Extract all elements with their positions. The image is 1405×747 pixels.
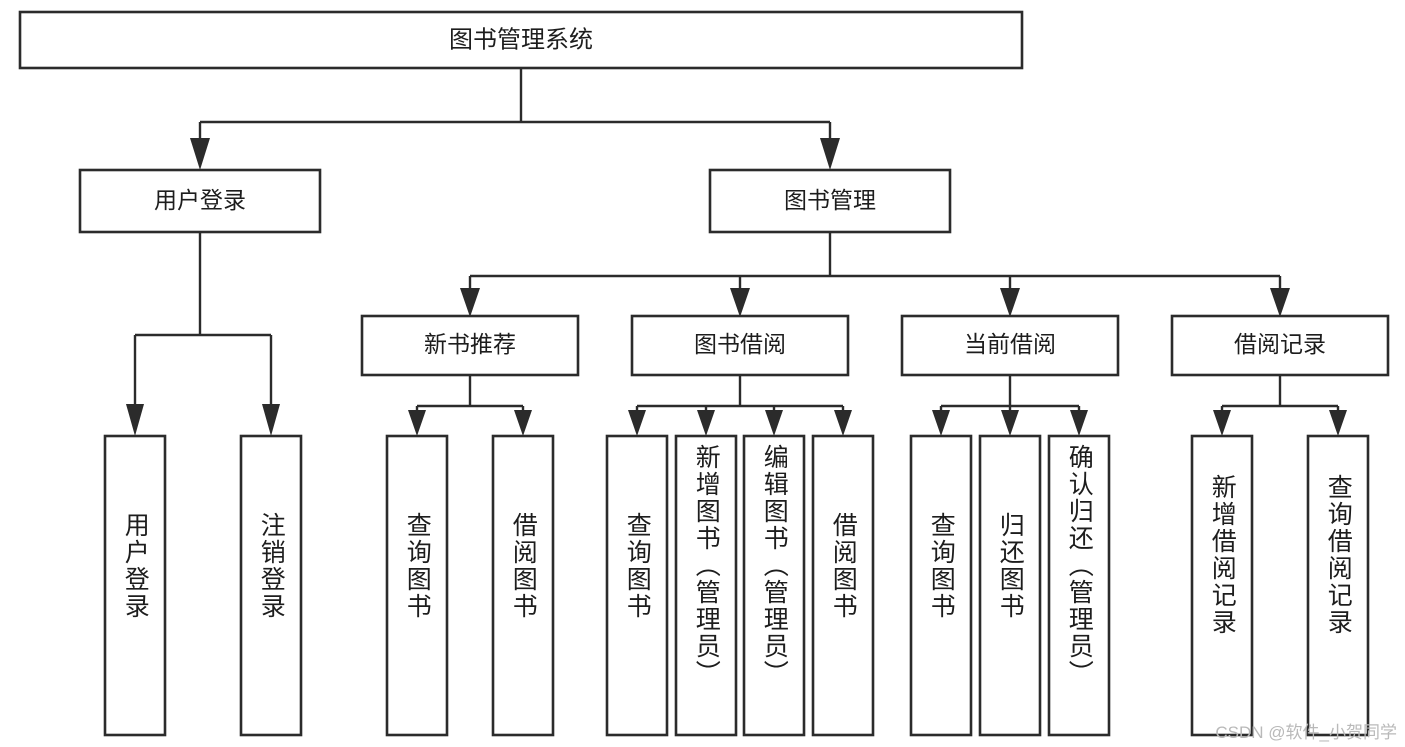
connector-book-mgmt-to-level3 — [460, 232, 1290, 317]
node-current-borrow-label: 当前借阅 — [964, 331, 1056, 357]
node-book-borrow-label: 图书借阅 — [694, 331, 786, 357]
leaf-box-add-record[interactable] — [1190, 434, 1254, 737]
leaf-boxes-user-login — [103, 434, 303, 737]
node-book-management-box[interactable] — [708, 168, 952, 234]
arrow-head-leaf-user-login — [126, 404, 144, 436]
arrow-head-book-borrow — [730, 288, 750, 317]
node-root-system-label: 图书管理系统 — [449, 26, 593, 53]
arrow-head-leaf-confirm-return — [1070, 410, 1088, 436]
arrow-head-leaf-query-book-3 — [932, 410, 950, 436]
arrow-head-new-book — [460, 288, 480, 317]
connector-user-login-to-leaves — [126, 232, 280, 436]
node-user-login[interactable]: 用户登录 — [78, 168, 322, 234]
arrow-head-leaf-query-record — [1329, 410, 1347, 436]
leaf-box-edit-book[interactable] — [742, 434, 806, 737]
connector-current-borrow-to-leaves — [932, 375, 1088, 436]
node-new-book-recommend[interactable]: 新书推荐 — [360, 314, 580, 377]
node-new-book-recommend-label: 新书推荐 — [424, 331, 516, 357]
leaf-boxes-current-borrow — [909, 434, 1111, 737]
node-book-management-label: 图书管理 — [784, 187, 876, 213]
arrow-head-leaf-add-book — [697, 410, 715, 436]
leaf-box-logout[interactable] — [239, 434, 303, 737]
leaf-box-add-book[interactable] — [674, 434, 738, 737]
arrow-head-leaf-query-book-2 — [628, 410, 646, 436]
arrow-head-leaf-add-record — [1213, 410, 1231, 436]
connector-borrow-record-to-leaves — [1213, 375, 1347, 436]
arrow-head-leaf-edit-book — [765, 410, 783, 436]
leaf-box-query-book-1[interactable] — [385, 434, 449, 737]
node-current-borrow-box[interactable] — [900, 314, 1120, 377]
leaf-box-query-book-3[interactable] — [909, 434, 973, 737]
arrow-head-leaf-borrow-book-1 — [514, 410, 532, 436]
leaf-box-borrow-book-2[interactable] — [811, 434, 875, 737]
node-user-login-label: 用户登录 — [154, 187, 246, 213]
leaf-box-query-record[interactable] — [1306, 434, 1370, 737]
node-new-book-recommend-box[interactable] — [360, 314, 580, 377]
node-current-borrow[interactable]: 当前借阅 — [900, 314, 1120, 377]
arrow-head-leaf-logout — [262, 404, 280, 436]
node-book-borrow-box[interactable] — [630, 314, 850, 377]
arrow-head-user-login — [190, 138, 210, 170]
node-borrow-record-box[interactable] — [1170, 314, 1390, 377]
arrow-head-leaf-borrow-book-2 — [834, 410, 852, 436]
node-borrow-record[interactable]: 借阅记录 — [1170, 314, 1390, 377]
arrow-head-borrow-record — [1270, 288, 1290, 317]
connector-root-to-level2 — [190, 68, 840, 170]
leaf-box-return-book[interactable] — [978, 434, 1042, 737]
leaf-box-query-book-2[interactable] — [605, 434, 669, 737]
leaf-box-user-login[interactable] — [103, 434, 167, 737]
leaf-boxes-book-borrow — [605, 434, 875, 737]
leaf-boxes-borrow-record — [1190, 434, 1370, 737]
node-root-system[interactable]: 图书管理系统 — [18, 10, 1024, 70]
connector-new-book-to-leaves — [408, 375, 532, 436]
node-user-login-box[interactable] — [78, 168, 322, 234]
leaf-box-borrow-book-1[interactable] — [491, 434, 555, 737]
node-book-management[interactable]: 图书管理 — [708, 168, 952, 234]
arrow-head-current-borrow — [1000, 288, 1020, 317]
node-root-system-box[interactable] — [18, 10, 1024, 70]
connector-book-borrow-to-leaves — [628, 375, 852, 436]
leaf-boxes-new-book-recommend — [385, 434, 555, 737]
node-book-borrow[interactable]: 图书借阅 — [630, 314, 850, 377]
leaf-box-confirm-return[interactable] — [1047, 434, 1111, 737]
arrow-head-leaf-return-book — [1001, 410, 1019, 436]
arrow-head-leaf-query-book-1 — [408, 410, 426, 436]
arrow-head-book-mgmt — [820, 138, 840, 170]
node-borrow-record-label: 借阅记录 — [1234, 331, 1326, 357]
